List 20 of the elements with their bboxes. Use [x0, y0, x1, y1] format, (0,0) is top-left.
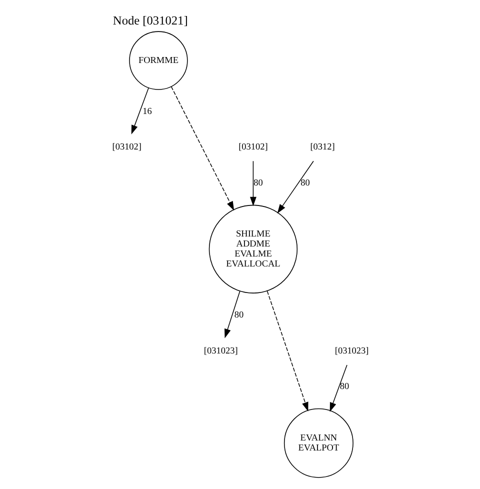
arrow: [249, 160, 256, 206]
edge-label: 80: [339, 381, 349, 392]
arrow: [224, 290, 240, 338]
edge-label: 80: [253, 177, 262, 188]
node-circle: EVALNN EVALPOT: [283, 408, 353, 478]
node-text: [031023]: [203, 345, 238, 356]
edge-label: 80: [300, 177, 310, 188]
node-text: [03102]: [112, 142, 142, 152]
arrow: [170, 86, 234, 211]
diagram-title: Node [031021]: [112, 14, 188, 28]
edge-label: 16: [142, 106, 152, 116]
node-text: [031023]: [334, 345, 368, 356]
edge-label: 80: [234, 310, 244, 320]
node-circle: FORMME: [128, 31, 188, 90]
arrow: [276, 160, 314, 214]
arrow: [130, 87, 149, 134]
arrow: [329, 364, 347, 412]
node-text: [03102]: [238, 142, 268, 152]
node-text: [0312]: [310, 142, 334, 152]
arrow: [266, 290, 308, 412]
